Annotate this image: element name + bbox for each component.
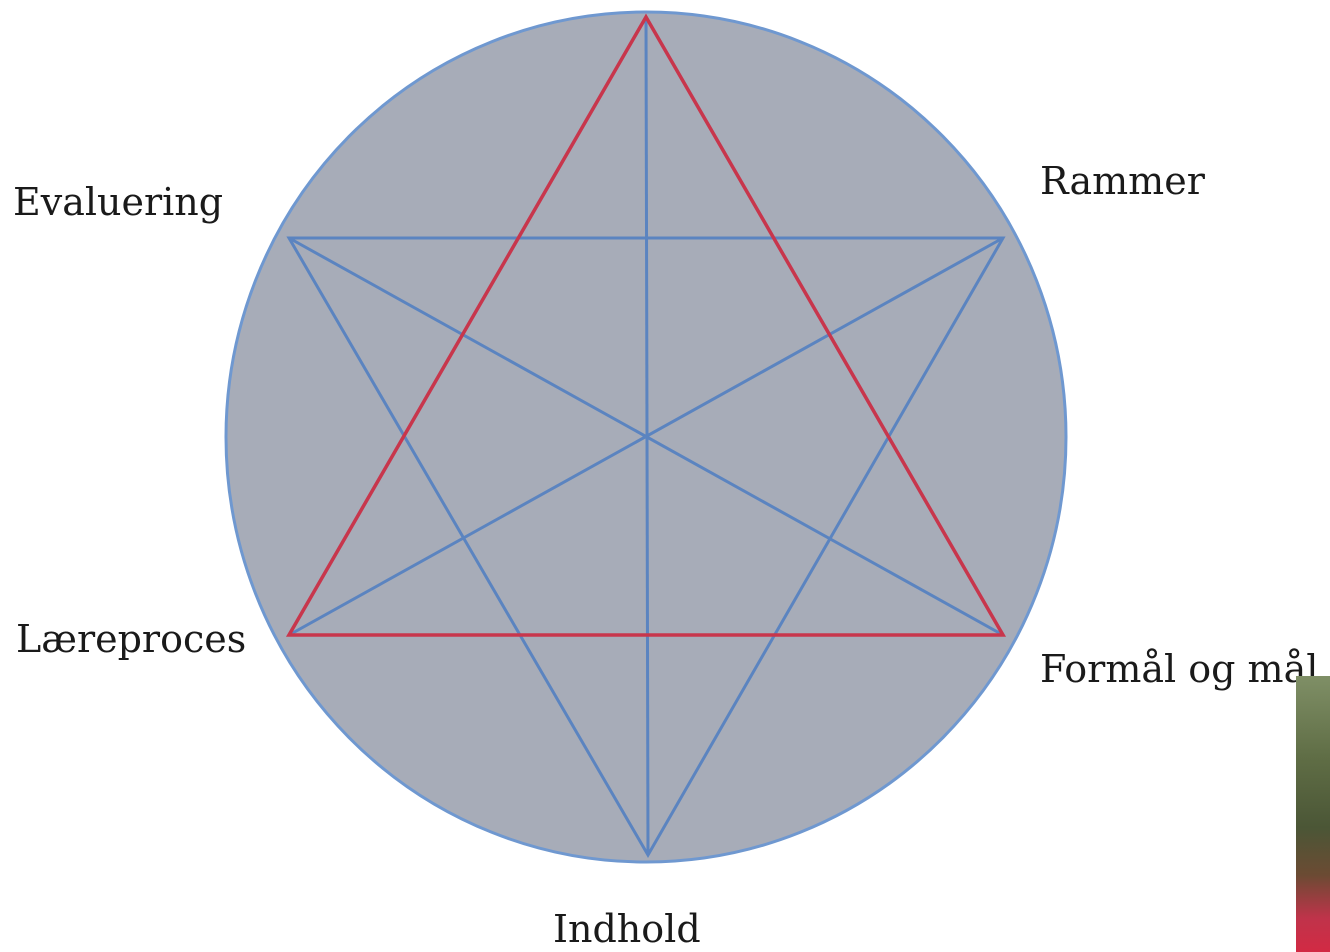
label-rammer: Rammer [1040, 162, 1205, 200]
label-evaluering: Evaluering [13, 183, 223, 221]
cropped-photo [1296, 676, 1330, 952]
label-laereproces: Læreproces [16, 620, 246, 658]
label-indhold: Indhold [553, 910, 701, 948]
label-formaal-og-maal: Formål og mål [1040, 650, 1318, 688]
